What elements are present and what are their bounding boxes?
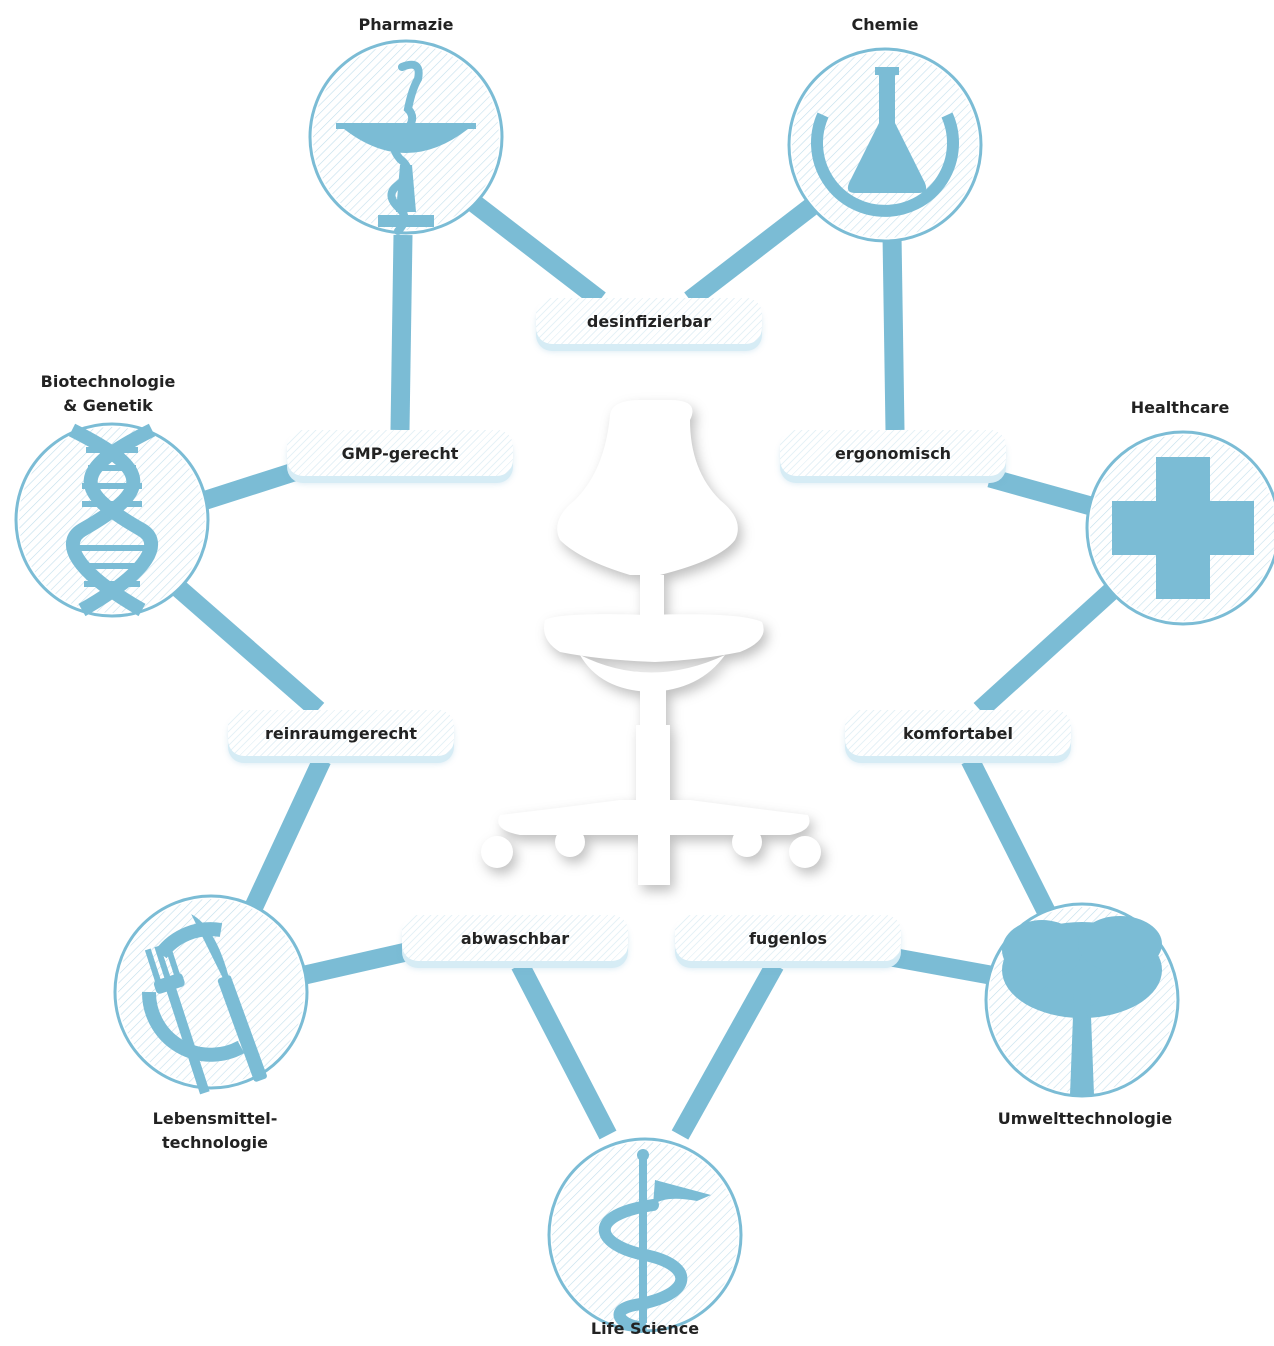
pill-desinfizierbar: desinfizierbar: [536, 298, 762, 344]
biotech-node: [14, 422, 210, 618]
edge-healthcare-komfortabel: [973, 577, 1125, 718]
edge-umwelt-fugenlos: [878, 945, 992, 985]
label-pharmazie: Pharmazie: [358, 15, 454, 34]
label-biotech-line2: & Genetik: [63, 396, 153, 415]
bowl-of-hygieia-icon: [336, 60, 476, 235]
label-lebensmittel-line1: Lebensmittel-: [152, 1109, 278, 1128]
label-lebensmittel: Lebensmittel- technologie: [135, 1107, 295, 1155]
edge-chemie-ergonomisch: [882, 234, 905, 431]
pill-reinraum: reinraumgerecht: [228, 710, 454, 756]
pill-fugenlos: fugenlos: [675, 915, 901, 961]
edge-biotech-reinraum: [168, 577, 325, 718]
pill-gmp-label: GMP-gerecht: [341, 443, 459, 463]
pill-ergonomisch-label: ergonomisch: [834, 443, 952, 463]
edge-chemie-desinfizierbar: [684, 192, 826, 308]
edge-pharmazie-gmp: [390, 234, 413, 431]
edge-pharmazie-desinfizierbar: [464, 192, 606, 308]
pill-komfortabel-label: komfortabel: [903, 723, 1013, 743]
pill-komfortabel: komfortabel: [845, 710, 1071, 756]
lab-chair-icon: [481, 400, 821, 885]
pill-desinfizierbar-label: desinfizierbar: [586, 311, 712, 331]
tree-icon: [1002, 916, 1162, 1095]
label-lifescience: Life Science: [590, 1319, 700, 1338]
label-umwelt: Umwelttechnologie: [997, 1109, 1173, 1128]
pill-fugenlos-label: fugenlos: [748, 928, 828, 948]
label-biotech: Biotechnologie & Genetik: [28, 370, 188, 418]
pill-abwaschbar: abwaschbar: [402, 915, 628, 961]
label-chemie: Chemie: [851, 15, 919, 34]
edge-reinraum-lebensmittel: [241, 755, 331, 920]
edge-ergonomisch-healthcare: [987, 468, 1101, 518]
edge-abwaschbar-lifescience: [511, 960, 617, 1140]
label-biotech-line1: Biotechnologie: [40, 372, 176, 391]
flask-icon: [811, 67, 959, 217]
pill-ergonomisch: ergonomisch: [780, 430, 1006, 476]
fork-knife-icon: [141, 914, 267, 1095]
pill-reinraum-label: reinraumgerecht: [265, 723, 417, 743]
cross-icon: [1112, 457, 1254, 599]
pill-abwaschbar-label: abwaschbar: [460, 928, 570, 948]
label-lebensmittel-line2: technologie: [161, 1133, 269, 1152]
edge-gmp-biotech: [197, 460, 303, 512]
label-healthcare: Healthcare: [1130, 398, 1230, 417]
edge-komfortabel-umwelt: [961, 755, 1057, 920]
rod-of-asclepius-icon: [598, 1149, 711, 1333]
edge-lebensmittel-abwaschbar: [302, 940, 418, 985]
dna-icon: [66, 423, 158, 617]
edge-fugenlos-lifescience: [671, 960, 784, 1140]
pill-gmp: GMP-gerecht: [287, 430, 513, 476]
